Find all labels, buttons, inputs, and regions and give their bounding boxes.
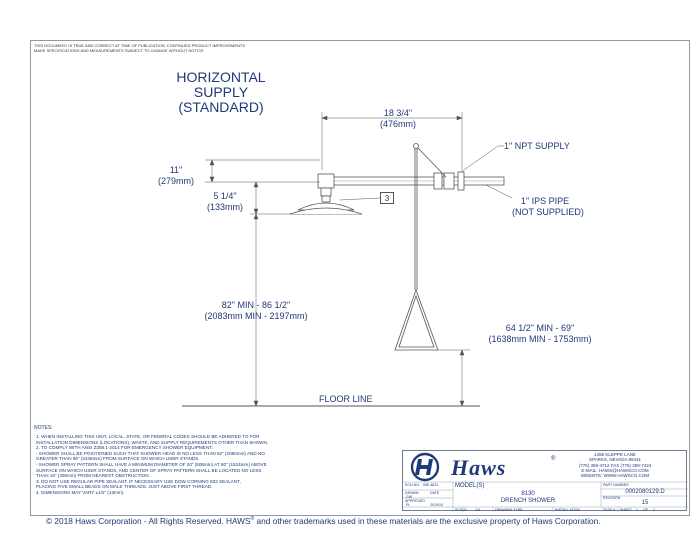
note-item: 1. WHEN INSTALLING THIS UNIT, LOCAL, STA… [36, 434, 269, 445]
view-title-line: SUPPLY [193, 84, 249, 100]
model-name: DRENCH SHOWER [500, 498, 556, 504]
notes-heading: NOTES: [34, 425, 53, 431]
dimension-text: 82" MIN - 86 1/2" [221, 300, 291, 310]
note-item: 3. DO NOT USE REGULAR PIPE SEALANT. IF N… [36, 478, 241, 490]
drawing-sheet-border [30, 40, 690, 516]
size-value: A [613, 508, 616, 512]
view-title-line: (STANDARD) [178, 99, 264, 115]
dimension-text: (133mm) [206, 202, 243, 212]
pull-arm [415, 145, 447, 178]
dimension-pull: 64 1/2" MIN - 69" (1638mm MIN - 1753mm) [480, 323, 600, 345]
dimension-text: 5 1/4" [213, 191, 237, 201]
drawn-value: GW [406, 495, 413, 499]
pull-triangle-handle [394, 288, 439, 351]
company-address: 1455 KLEPPE LANE SPARKS, NEVADA 89431 (7… [565, 452, 665, 478]
ips-pipe-label-line: 1" IPS PIPE [520, 196, 570, 206]
dimension-text: 18 3/4" [383, 108, 413, 118]
sheet-total: 2 [653, 508, 655, 512]
haws-brand-wordmark: Haws [451, 455, 507, 480]
date-label: DATE [430, 491, 440, 495]
pipe-fitting [457, 171, 465, 191]
dimension-text: (1638mm MIN - 1753mm) [488, 334, 592, 344]
dimension-overall: 82" MIN - 86 1/2" (2083mm MIN - 2197mm) [196, 300, 316, 322]
title-block-grid [403, 452, 688, 512]
dimension-text: 11" [169, 165, 183, 175]
registered-mark: ® [551, 456, 556, 462]
address-line: WEBSITE: WWW.HAWSCO.COM [580, 473, 650, 479]
drawing-type-label: DRAWING TYPE [495, 508, 523, 512]
copyright-registered-mark: ® [250, 516, 255, 523]
address-line: SPARKS, NEVADA 89431 [588, 457, 642, 463]
floor-line-label: FLOOR LINE [319, 394, 373, 404]
revision-label: REVISION [603, 496, 621, 500]
sheet-label: SHEET [620, 508, 632, 512]
notes-list: 1. WHEN INSTALLING THIS UNIT, LOCAL, STA… [36, 434, 396, 496]
pipe-fitting [433, 172, 443, 190]
drawing-type-value: INSTALLATION [555, 508, 581, 512]
dimension-head: 5 1/4" (133mm) [200, 191, 250, 213]
sheet-value: 1 [636, 508, 638, 512]
size-label: SIZE [604, 508, 612, 512]
ecn-value: INE-4623 [423, 483, 439, 487]
revision-value: 15 [641, 500, 649, 506]
view-title-line: HORIZONTAL [176, 69, 266, 85]
elbow-fitting [317, 173, 335, 189]
scale-label: SCALE [455, 508, 467, 512]
head-connector [320, 187, 332, 197]
haws-logo-mark [410, 452, 440, 482]
sheet-of: OF [643, 508, 648, 512]
pipe-coupling [443, 172, 455, 190]
drawn-label: DRAWN [405, 491, 419, 495]
note-item: 2. TO COMPLY WITH ANSI Z358.1-2014 FOR E… [36, 445, 267, 479]
copyright-footer: © 2018 Haws Corporation - All Rights Res… [46, 516, 601, 526]
title-block: Haws ® ECN NO. INE-4623 DRAWN GW DATE AP… [402, 450, 688, 512]
dimension-text: (2083mm MIN - 2197mm) [204, 311, 308, 321]
part-number: 0002080129.D [625, 489, 665, 495]
disclaimer-line: MAKE SPECIFICATIONS AND MEASUREMENTS SUB… [34, 48, 204, 53]
dimension-width: 18 3/4" (476mm) [358, 108, 438, 130]
scale-value: 1/4 [475, 508, 480, 512]
disclaimer-line: THIS DOCUMENT IS TRUE AND CORRECT AT TIM… [34, 43, 245, 48]
address-line: 1455 KLEPPE LANE [594, 452, 636, 457]
dimension-text: (279mm) [157, 176, 194, 186]
model-label: MODEL(S) [455, 483, 485, 489]
part-number-label: PART NUMBER [603, 483, 629, 487]
approved-value: PL [406, 503, 411, 507]
copyright-text: © 2018 Haws Corporation - All Rights Res… [46, 516, 251, 526]
dimension-text: (476mm) [379, 119, 416, 129]
date-value: 2019/10 [430, 503, 443, 507]
address-line: E-MAIL: HAWS@HAWSCO.COM [581, 467, 649, 473]
note-callout-3: 3 [380, 192, 394, 204]
ips-pipe-label-line: (NOT SUPPLIED) [512, 207, 584, 217]
ips-pipe-label: 1" IPS PIPE (NOT SUPPLIED) [512, 196, 584, 218]
copyright-text-tail: and other trademarks used in these mater… [254, 516, 601, 526]
dimension-text: 64 1/2" MIN - 69" [505, 323, 575, 333]
npt-supply-label: 1" NPT SUPPLY [504, 141, 570, 151]
dimension-height: 11" (279mm) [151, 165, 201, 187]
approved-label: APPROVED [405, 499, 425, 503]
ecn-label: ECN NO. [405, 483, 420, 487]
note-item: 4. DIMENSIONS MAY VARY ±1/2" (13mm). [36, 489, 125, 495]
disclaimer: THIS DOCUMENT IS TRUE AND CORRECT AT TIM… [34, 43, 245, 53]
model-number: 8130 [521, 491, 535, 497]
view-title: HORIZONTAL SUPPLY (STANDARD) [165, 70, 277, 115]
shower-head [297, 202, 355, 211]
address-line: (775) 359-4712 FAX (775) 359-7424 [578, 462, 652, 468]
